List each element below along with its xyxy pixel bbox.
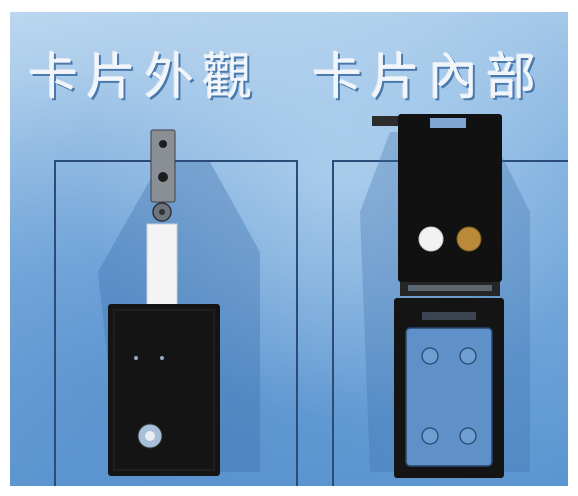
white-pad	[418, 226, 444, 252]
lid	[398, 114, 502, 282]
clip	[150, 129, 176, 203]
right-card	[372, 114, 504, 478]
gold-pad	[456, 226, 482, 252]
left-card	[108, 129, 220, 476]
caption-left: 卡片外觀	[28, 48, 260, 106]
caption-right: 卡片內部	[312, 48, 544, 106]
photo: 卡片外觀 卡片內部	[10, 12, 568, 486]
inner-tray	[405, 327, 493, 467]
card-illustrations	[98, 114, 530, 478]
card-body	[108, 304, 220, 476]
left-frame	[54, 160, 298, 486]
